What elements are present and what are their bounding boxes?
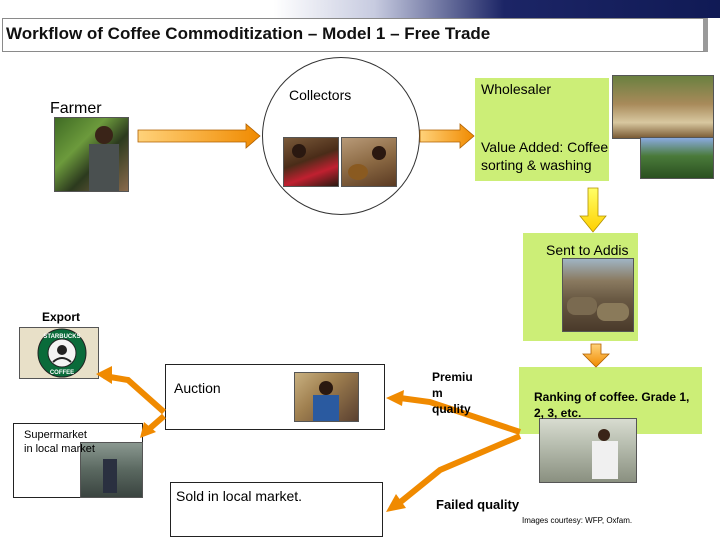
collector2-head	[372, 146, 386, 160]
arrow-wholesaler-to-addis	[579, 187, 607, 233]
export-label: Export	[42, 310, 81, 324]
local-market-box	[170, 482, 383, 537]
logo-siren-tail	[52, 357, 72, 363]
auction-photo	[294, 372, 359, 422]
title-frame	[2, 18, 708, 52]
slide-title: Workflow of Coffee Commoditization – Mod…	[6, 24, 491, 43]
ranking-label: Ranking of coffee. Grade 1, 2, 3, etc.	[534, 390, 690, 420]
auction-label: Auction	[174, 380, 221, 396]
collector2-basket	[348, 164, 368, 180]
supermarket-label-line2: in local market	[24, 443, 95, 455]
local-market-label: Sold in local market.	[176, 488, 303, 504]
wholesaler-box	[475, 78, 609, 181]
arrow-farmer-to-collectors	[137, 123, 261, 149]
collectors-circle	[262, 57, 420, 215]
failed-quality-label: Failed quality	[436, 497, 520, 512]
collector-photo-2	[341, 137, 397, 187]
image-credits: Images courtesy: WFP, Oxfam.	[522, 516, 633, 525]
logo-siren	[57, 345, 67, 355]
addis-label: Sent to Addis	[546, 242, 629, 258]
supermarket-photo	[80, 442, 143, 498]
arrow-auction-to-export	[103, 373, 166, 415]
logo-text-bottom: COFFEE	[50, 370, 74, 376]
farmer-label: Farmer	[50, 100, 102, 117]
arrowhead-local-market	[386, 494, 406, 512]
starbucks-logo: STARBUCKS COFFEE	[37, 328, 87, 378]
collector-photo-1	[283, 137, 339, 187]
wholesaler-photo-2	[640, 137, 714, 179]
addis-photo	[562, 258, 634, 332]
sack-2	[597, 303, 629, 321]
arrowhead-auction	[386, 390, 404, 406]
wholesaler-photo-1	[612, 75, 714, 139]
arrow-collectors-to-wholesaler	[419, 123, 475, 149]
premium-label-line2: m	[432, 386, 443, 400]
premium-label-line3: quality	[432, 402, 471, 416]
collector1-head	[292, 144, 306, 158]
ranking-person-body	[592, 441, 618, 479]
arrow-addis-to-ranking	[582, 343, 610, 368]
farmer-photo	[54, 117, 129, 192]
farmer-body	[89, 144, 119, 191]
supermarket-label-line1: Supermarket	[24, 429, 87, 441]
arrow-ranking-to-local-market	[396, 433, 522, 507]
arrowhead-export	[96, 366, 112, 384]
wholesaler-label: Wholesaler	[481, 81, 552, 97]
header-decor-bar	[0, 0, 720, 18]
arrow-ranking-to-auction	[399, 395, 521, 435]
ranking-photo	[539, 418, 637, 483]
farmer-figure	[95, 126, 113, 144]
ranking-person-head	[598, 429, 610, 441]
value-added-label: Value Added: Coffee sorting & washing	[481, 139, 609, 173]
auction-person-body	[313, 395, 339, 421]
sack-1	[567, 297, 597, 315]
logo-text-top: STARBUCKS	[43, 334, 80, 340]
auction-person-head	[319, 381, 333, 395]
collectors-label: Collectors	[289, 87, 352, 103]
shopper-figure	[103, 459, 117, 493]
premium-label-line1: Premiu	[432, 370, 473, 384]
arrowhead-supermarket	[140, 422, 156, 438]
